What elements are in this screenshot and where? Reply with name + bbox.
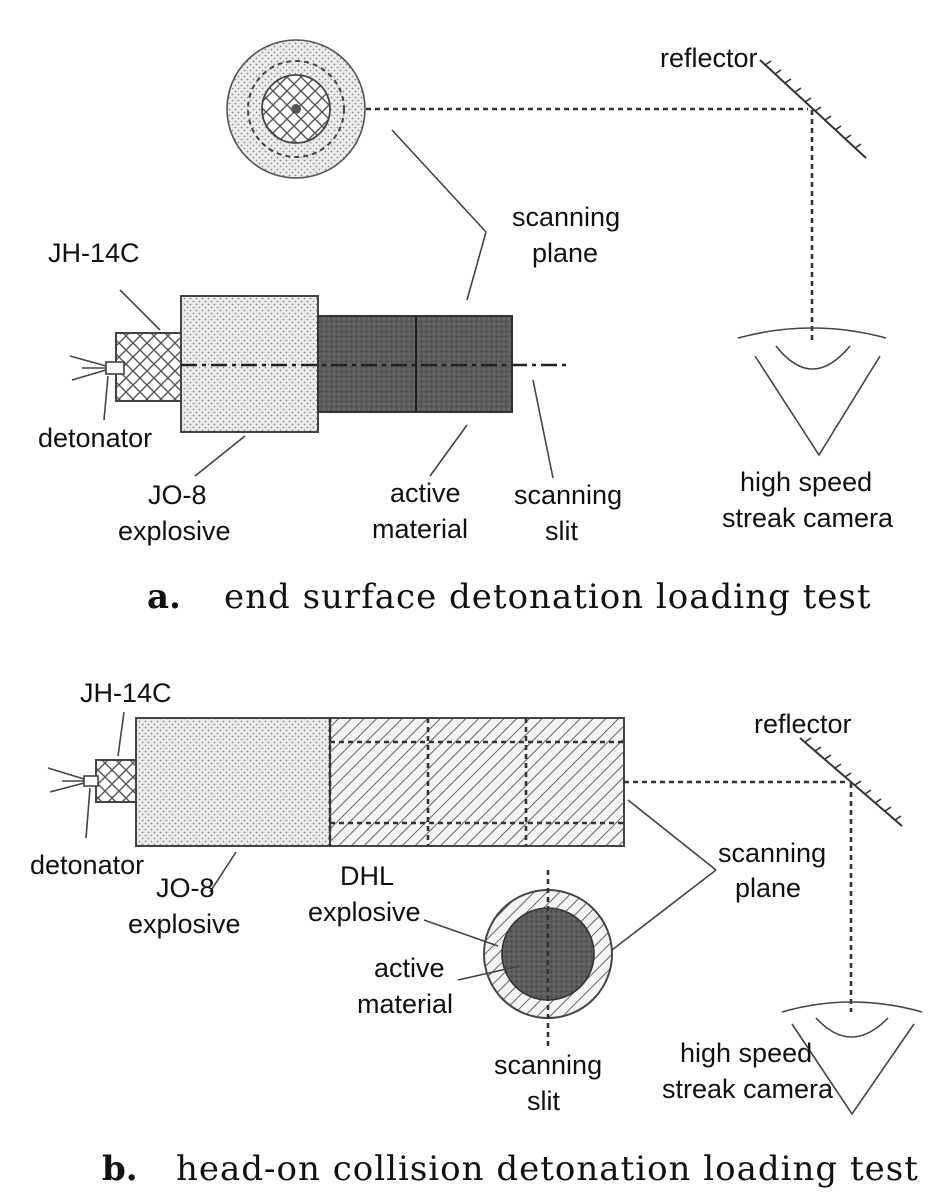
label-plane-b-2: plane xyxy=(735,873,801,903)
label-slit-b-1: scanning xyxy=(494,1050,602,1080)
label-scanning-plane-a-2: plane xyxy=(532,238,598,268)
panel-a: reflector scanning plane JH-14C detonato… xyxy=(38,39,894,617)
label-detonator-b: detonator xyxy=(30,850,144,880)
leader-active-b xyxy=(457,965,521,981)
label-jo8-a-1: JO-8 xyxy=(148,480,207,510)
cross-section-circle xyxy=(483,870,613,1046)
leader-jh14c-a xyxy=(119,289,161,331)
label-plane-b-1: scanning xyxy=(718,838,826,868)
streak-camera-a xyxy=(737,327,887,457)
reflector-a xyxy=(759,59,867,159)
label-active-a-2: material xyxy=(372,514,468,544)
leader-jo8-b xyxy=(209,851,237,893)
caption-a-text: end surface detonation loading test xyxy=(224,577,872,617)
leader-slit-a xyxy=(532,379,554,479)
label-camera-b-2: streak camera xyxy=(662,1074,834,1104)
label-reflector-b: reflector xyxy=(754,709,852,739)
leader-detonator-a xyxy=(103,375,109,421)
caption-b-letter: b. xyxy=(102,1149,138,1189)
label-active-b-2: material xyxy=(357,989,453,1019)
panel-b: JH-14C reflector detonator JO-8 explosiv… xyxy=(30,678,923,1189)
label-jh14c-b: JH-14C xyxy=(80,678,172,708)
streak-camera-b xyxy=(781,1001,923,1116)
jh14c-booster-b xyxy=(95,759,137,803)
leader-plane-circle-b xyxy=(611,869,717,951)
leader-active-a xyxy=(429,424,468,477)
label-slit-a-1: scanning xyxy=(514,480,622,510)
label-scanning-plane-a-1: scanning xyxy=(512,202,620,232)
leader-plane-block xyxy=(466,231,487,301)
reflector-b xyxy=(799,737,903,827)
dhl-explosive-block-b xyxy=(329,717,625,847)
label-camera-b-1: high speed xyxy=(680,1038,812,1068)
jo8-explosive-b xyxy=(135,717,331,847)
label-reflector-a: reflector xyxy=(660,43,758,73)
scanning-plane-target xyxy=(226,39,366,179)
label-detonator-a: detonator xyxy=(38,423,152,453)
detonator-a xyxy=(69,355,125,381)
jh14c-booster-a xyxy=(115,332,182,402)
leader-detonator-b xyxy=(85,787,91,839)
label-jo8-a-2: explosive xyxy=(118,516,231,546)
label-slit-a-2: slit xyxy=(545,516,578,546)
label-camera-a-2: streak camera xyxy=(722,503,894,533)
label-camera-a-1: high speed xyxy=(740,467,872,497)
label-jo8-b-1: JO-8 xyxy=(156,873,215,903)
leader-plane-target xyxy=(391,129,487,233)
leader-jo8-a xyxy=(194,435,246,477)
caption-a-letter: a. xyxy=(147,577,181,617)
label-jo8-b-2: explosive xyxy=(128,909,241,939)
caption-b-text: head-on collision detonation loading tes… xyxy=(176,1149,919,1189)
detonator-b xyxy=(47,767,99,793)
label-active-b-1: active xyxy=(374,953,445,983)
leader-plane-block-b xyxy=(627,799,717,871)
label-slit-b-2: slit xyxy=(527,1086,560,1116)
leader-dhl-b xyxy=(423,919,499,947)
label-dhl-b-2: explosive xyxy=(308,897,421,927)
label-active-a-1: active xyxy=(390,478,461,508)
label-jh14c-a: JH-14C xyxy=(48,238,140,268)
leader-jh14c-b xyxy=(117,711,125,757)
label-dhl-b-1: DHL xyxy=(340,861,394,891)
